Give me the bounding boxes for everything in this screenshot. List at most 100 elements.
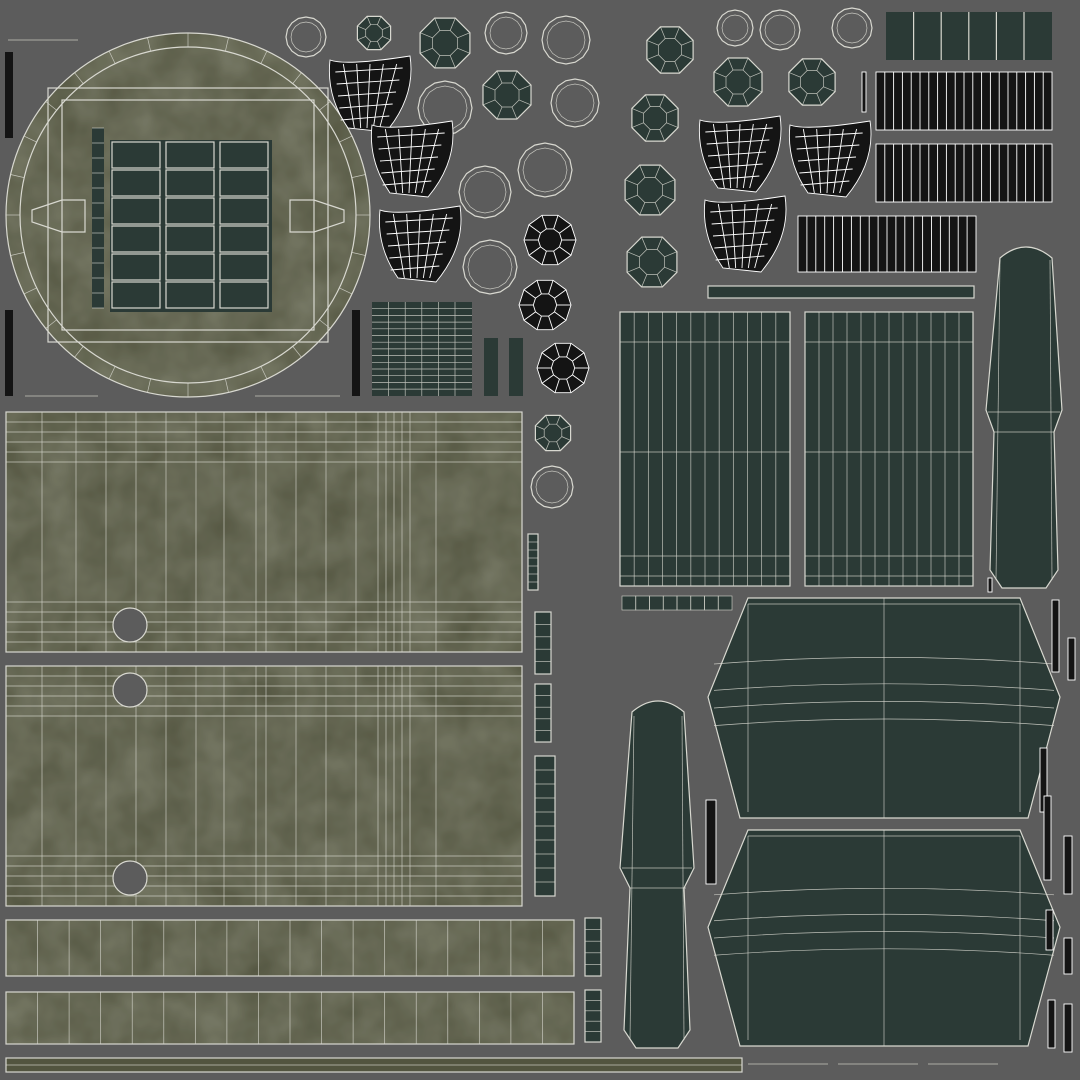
octagon-uv-outline xyxy=(534,414,572,452)
edge-bar-outline xyxy=(1063,937,1073,975)
rounded-box-uv-outline xyxy=(707,597,1061,819)
panel-hole-outline xyxy=(112,860,148,896)
octagon-uv xyxy=(420,18,470,68)
rounded-box-set xyxy=(707,597,1061,1047)
shell-uv-outline xyxy=(328,55,412,133)
ring-uv xyxy=(484,11,528,55)
edge-bar-outline xyxy=(1047,999,1056,1049)
edge-bar xyxy=(1048,1000,1055,1048)
black-grill-set xyxy=(621,71,1053,611)
octagon-uv-core xyxy=(365,24,383,42)
ring-uv xyxy=(517,142,573,198)
ring-uv-inner xyxy=(836,12,868,44)
ring-uv-inner xyxy=(467,244,513,290)
edge-bar xyxy=(1068,638,1075,680)
edge-strip xyxy=(5,52,13,138)
edge-bar-outline xyxy=(987,577,993,593)
panel-hole xyxy=(113,608,147,642)
octagon-uv-core xyxy=(658,38,682,62)
edge-bar-outline xyxy=(1051,599,1060,673)
capsule-right xyxy=(985,246,1063,589)
ring-uv xyxy=(285,16,327,58)
ladder-uv xyxy=(528,534,538,590)
shell-uv-outline xyxy=(788,120,872,198)
ring-uv xyxy=(541,15,591,65)
ring-uv-inner xyxy=(535,470,569,504)
tray-cell xyxy=(111,197,161,225)
edge-bar-outline xyxy=(1045,909,1054,951)
ring-uv xyxy=(716,9,754,47)
edge-bar xyxy=(706,800,716,884)
capsule-left xyxy=(619,700,695,1049)
tray-cell xyxy=(219,141,269,169)
edge-strip xyxy=(5,310,13,396)
ring-uv xyxy=(462,239,518,295)
ring-uv xyxy=(759,9,801,51)
ring-uv xyxy=(530,465,574,509)
ladder-uv-outline xyxy=(527,533,539,591)
bottom-strip-set xyxy=(5,919,743,1073)
tray-cell xyxy=(219,281,269,309)
edge-bar-outline xyxy=(1063,835,1073,895)
tray-cell xyxy=(165,197,215,225)
ring-uv-inner xyxy=(422,85,468,131)
edge-bar xyxy=(1046,910,1053,950)
tray-cell xyxy=(219,197,269,225)
top-right-bar xyxy=(886,12,1052,60)
dark-disc-uv xyxy=(519,280,571,330)
side-ladder-set xyxy=(527,71,1076,1065)
edge-bar xyxy=(862,72,866,112)
tray-cell xyxy=(111,281,161,309)
edge-bar xyxy=(1064,1004,1072,1052)
ladder-uv xyxy=(585,918,601,976)
edge-bar-outline xyxy=(1043,795,1052,881)
tray-cell xyxy=(219,225,269,253)
octagon-uv-outline xyxy=(788,58,836,106)
ring-uv-inner xyxy=(522,147,568,193)
ring-uv-inner xyxy=(721,14,749,42)
octagon-uv xyxy=(631,94,679,142)
octagon-uv-core xyxy=(494,82,520,108)
dark-disc-uv xyxy=(524,215,576,265)
tray-cell xyxy=(165,141,215,169)
edge-bar xyxy=(1064,938,1072,974)
edge-bar xyxy=(1044,796,1051,880)
edge-bar-outline xyxy=(1067,637,1076,681)
ladder-uv xyxy=(535,612,551,674)
tall-teal-panels xyxy=(619,311,974,587)
octagon-uv xyxy=(788,58,836,106)
panel-hole xyxy=(113,861,147,895)
grid-patch xyxy=(372,302,523,396)
thin-strip xyxy=(708,286,974,298)
octagon-uv xyxy=(646,26,694,74)
olive-panel-outline xyxy=(5,665,523,907)
ring-uv xyxy=(831,7,873,49)
edge-bar xyxy=(1040,748,1047,812)
thin-strip-outline xyxy=(707,285,975,299)
tray-cell xyxy=(165,169,215,197)
ring-uv xyxy=(417,80,473,136)
ring-uv-inner xyxy=(555,83,595,123)
octagon-uv xyxy=(483,71,531,119)
edge-bar xyxy=(1064,836,1072,894)
edge-bar-outline xyxy=(1039,747,1048,813)
tray-cell xyxy=(111,253,161,281)
ladder-uv-outline xyxy=(584,989,602,1043)
panel-hole-outline xyxy=(112,672,148,708)
tray-cell xyxy=(219,253,269,281)
panel-hole-outline xyxy=(112,607,148,643)
ring-uv-inner xyxy=(489,16,523,50)
ring-uv xyxy=(458,165,512,219)
ladder-uv xyxy=(535,684,551,742)
octagon-uv xyxy=(627,237,677,287)
octagon-uv-outline xyxy=(631,94,679,142)
tray-cell xyxy=(165,281,215,309)
curved-shell-cluster xyxy=(328,55,872,283)
edge-bar xyxy=(1052,600,1059,672)
olive-panel-set xyxy=(5,411,523,907)
panel-hole xyxy=(113,673,147,707)
edge-bar-outline xyxy=(705,799,717,885)
shell-uv-outline xyxy=(370,120,454,198)
edge-strip xyxy=(352,310,360,396)
